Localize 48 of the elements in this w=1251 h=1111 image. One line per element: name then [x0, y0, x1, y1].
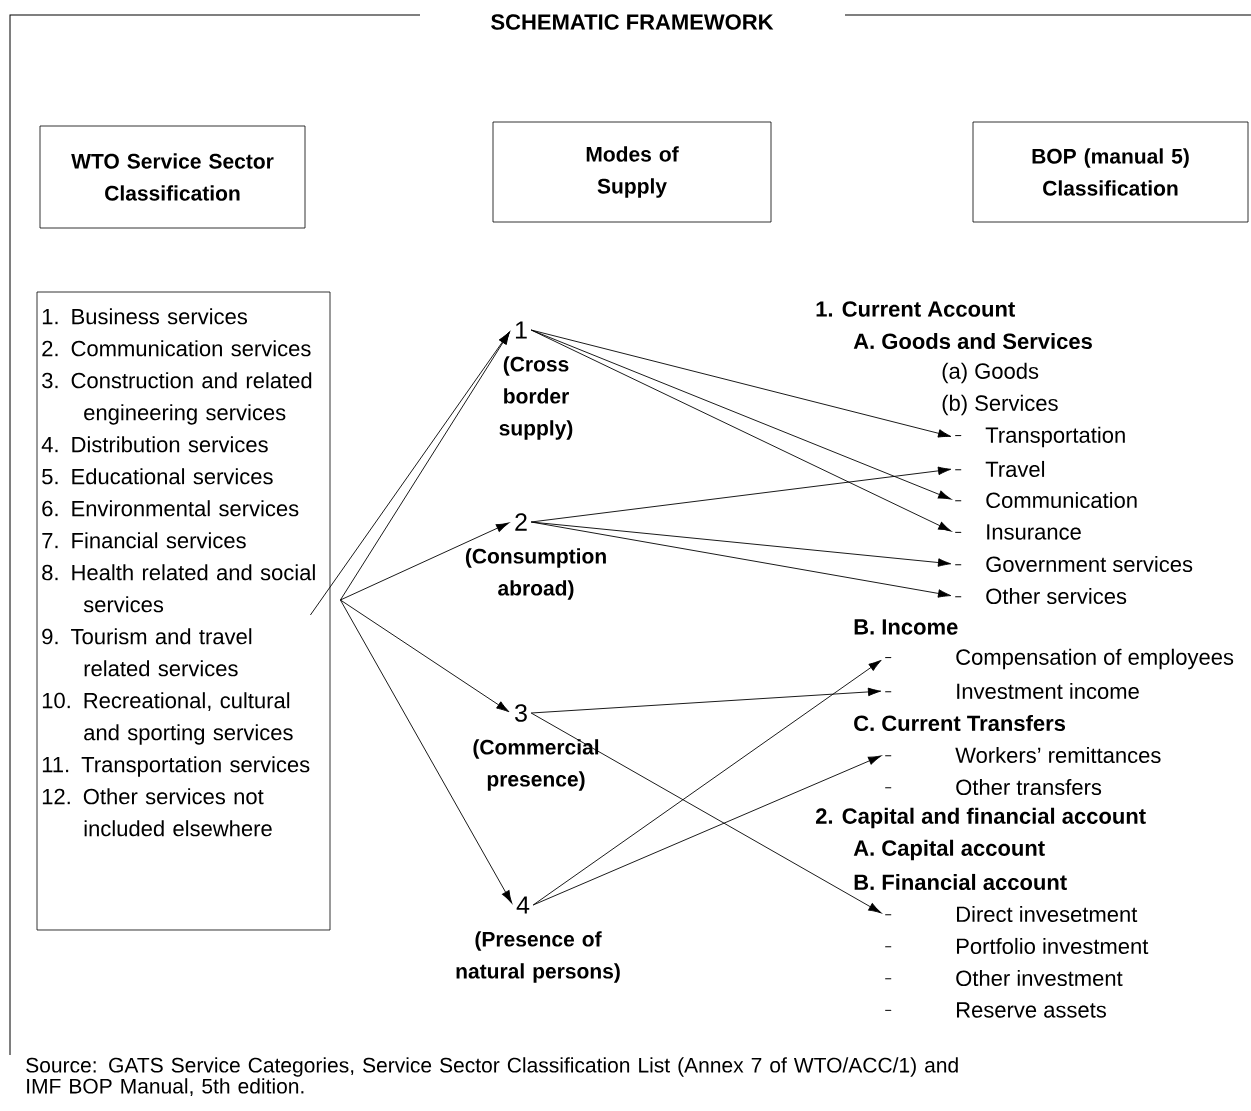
arrow [530, 687, 882, 714]
arrow [530, 466, 952, 523]
mode-caption: (Consumption abroad) [465, 548, 606, 600]
account-item: Investment income [884, 682, 1139, 700]
account-item: Other transfers [884, 778, 1102, 796]
arrow [532, 755, 882, 906]
account-item: Transportation [954, 426, 1125, 448]
account-item: Compensation of employees [884, 648, 1234, 670]
account-heading: B. Financial account [854, 873, 1067, 891]
account-heading: C. Current Transfers [854, 714, 1066, 732]
account-heading: 2. Capital and financial account [815, 807, 1146, 829]
account-item: Government services [954, 555, 1193, 573]
account-item: Travel [954, 460, 1045, 478]
arrow [530, 521, 952, 598]
mode-number: 3 [515, 704, 527, 722]
mode-caption: (Presence of natural persons) [456, 931, 620, 983]
account-heading: (b) Services [942, 394, 1058, 416]
arrow [530, 712, 882, 914]
account-item: Insurance [954, 524, 1081, 540]
mode-number: 4 [516, 896, 530, 914]
arrow [530, 329, 952, 532]
heading-box: Modes of Supply [492, 121, 772, 223]
account-item: Workers’ remittances [884, 746, 1161, 764]
account-item: Other investment [884, 969, 1123, 987]
account-heading: B. Income [854, 619, 958, 635]
arrow [530, 521, 952, 567]
mode-caption: (Commercial presence) [473, 739, 599, 791]
mode-number: 1 [515, 321, 527, 339]
arrow [339, 599, 510, 713]
arrow [532, 659, 882, 906]
arrow [339, 599, 513, 904]
mode-number: 2 [515, 513, 527, 531]
account-heading: 1. Current Account [816, 301, 1015, 317]
account-item: Direct invesetment [884, 905, 1138, 923]
account-item: Reserve assets [884, 1002, 1106, 1018]
account-item: Portfolio investment [884, 937, 1149, 955]
source-note: Source: GATS Service Categories, Service Sector Classification List (Annex 7 of WTO/ACC/1) and IMF BOP Manual, 5th edition. [26, 1057, 958, 1097]
heading-box: BOP (manual 5) Classification [972, 121, 1249, 223]
account-item: Other services [954, 587, 1127, 605]
account-heading: A. Goods and Services [853, 332, 1092, 350]
sector-list-box: 1. Business services 2. Communication services 3. Construction and related engineering services 4. Distribution services 5. Educational services 6. Environmental services 7. Financial services 8. Health related and social services 9. Tourism and travel related services 10. Recreational, cultural and sporting services 11. Transportation services 12. Other services not included elsewhere [36, 291, 331, 931]
title: SCHEMATIC FRAMEWORK [491, 14, 774, 30]
account-item: Communication [954, 491, 1137, 509]
account-heading: (a) Goods [942, 362, 1039, 384]
mode-caption: (Cross border supply) [499, 356, 573, 440]
heading-box: WTO Service Sector Classification [39, 125, 306, 229]
account-heading: A. Capital account [853, 839, 1045, 861]
arrow [339, 522, 510, 601]
